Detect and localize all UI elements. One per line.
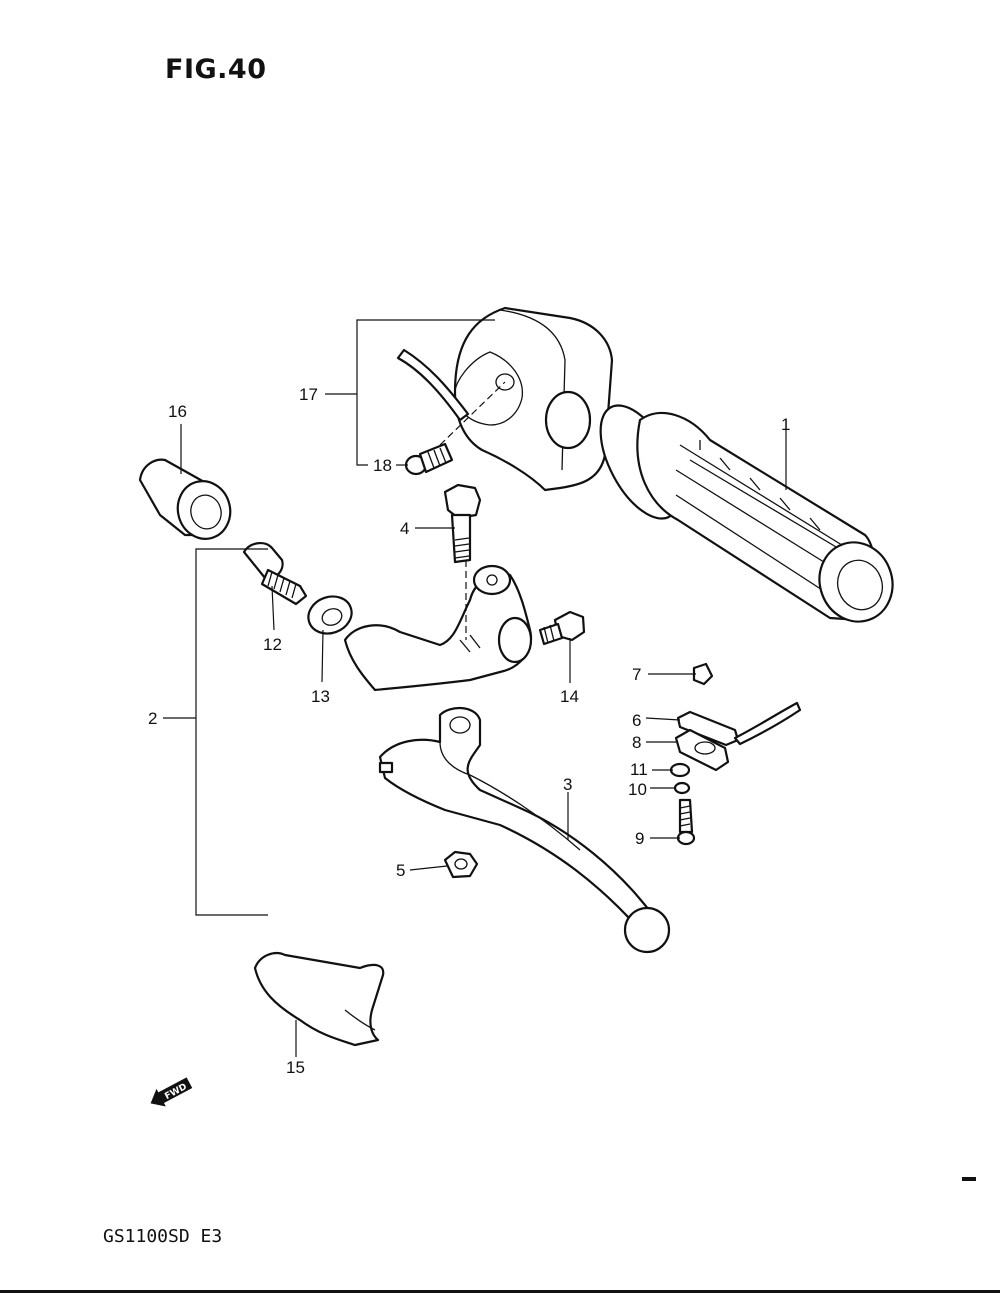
- fwd-arrow-icon: FWD: [150, 1077, 193, 1107]
- callout-17: 17: [299, 385, 318, 404]
- switch-housing: [396, 306, 614, 492]
- scan-mark: [962, 1177, 976, 1181]
- figure-title: FIG.40: [165, 54, 267, 85]
- handlebar-grip: [599, 404, 894, 623]
- callout-9: 9: [635, 829, 644, 848]
- callout-16: 16: [168, 402, 187, 421]
- adjuster-locknut: [307, 595, 353, 635]
- callout-11: 11: [630, 760, 648, 779]
- callout-labels: 1 2 3 4 5 6 7 8 9 10 11 12 13 14 15 16 1…: [148, 385, 790, 1077]
- callout-13: 13: [311, 687, 330, 706]
- callout-8: 8: [632, 733, 641, 752]
- callout-2: 2: [148, 709, 157, 728]
- lever-holder: [343, 560, 533, 692]
- switch-washers: [669, 762, 691, 795]
- page-bottom-rule: [0, 1290, 1000, 1293]
- callout-6: 6: [632, 711, 641, 730]
- switch-screw: [676, 798, 696, 846]
- callout-15: 15: [286, 1058, 305, 1077]
- callout-4: 4: [400, 519, 409, 538]
- callout-3: 3: [563, 775, 572, 794]
- clutch-switch: [674, 701, 802, 772]
- housing-screw: [404, 442, 454, 476]
- callout-5: 5: [396, 861, 405, 880]
- switch-cap: [692, 662, 714, 686]
- lever-cover: [253, 951, 385, 1047]
- clutch-lever: [378, 707, 671, 954]
- callout-7: 7: [632, 665, 641, 684]
- pivot-bolt: [443, 483, 482, 564]
- lever-nut: [443, 850, 479, 879]
- group-brackets: [195, 319, 495, 916]
- bracket-bolt: [538, 610, 586, 646]
- leader-lines: [163, 393, 787, 1057]
- callout-18: 18: [373, 456, 392, 475]
- callout-14: 14: [560, 687, 579, 706]
- model-code: GS1100SD E3: [103, 1226, 223, 1247]
- rubber-boot: [138, 458, 232, 540]
- callout-12: 12: [263, 635, 282, 654]
- callout-1: 1: [781, 415, 790, 434]
- adjuster-bolt: [242, 542, 308, 606]
- callout-10: 10: [628, 780, 647, 799]
